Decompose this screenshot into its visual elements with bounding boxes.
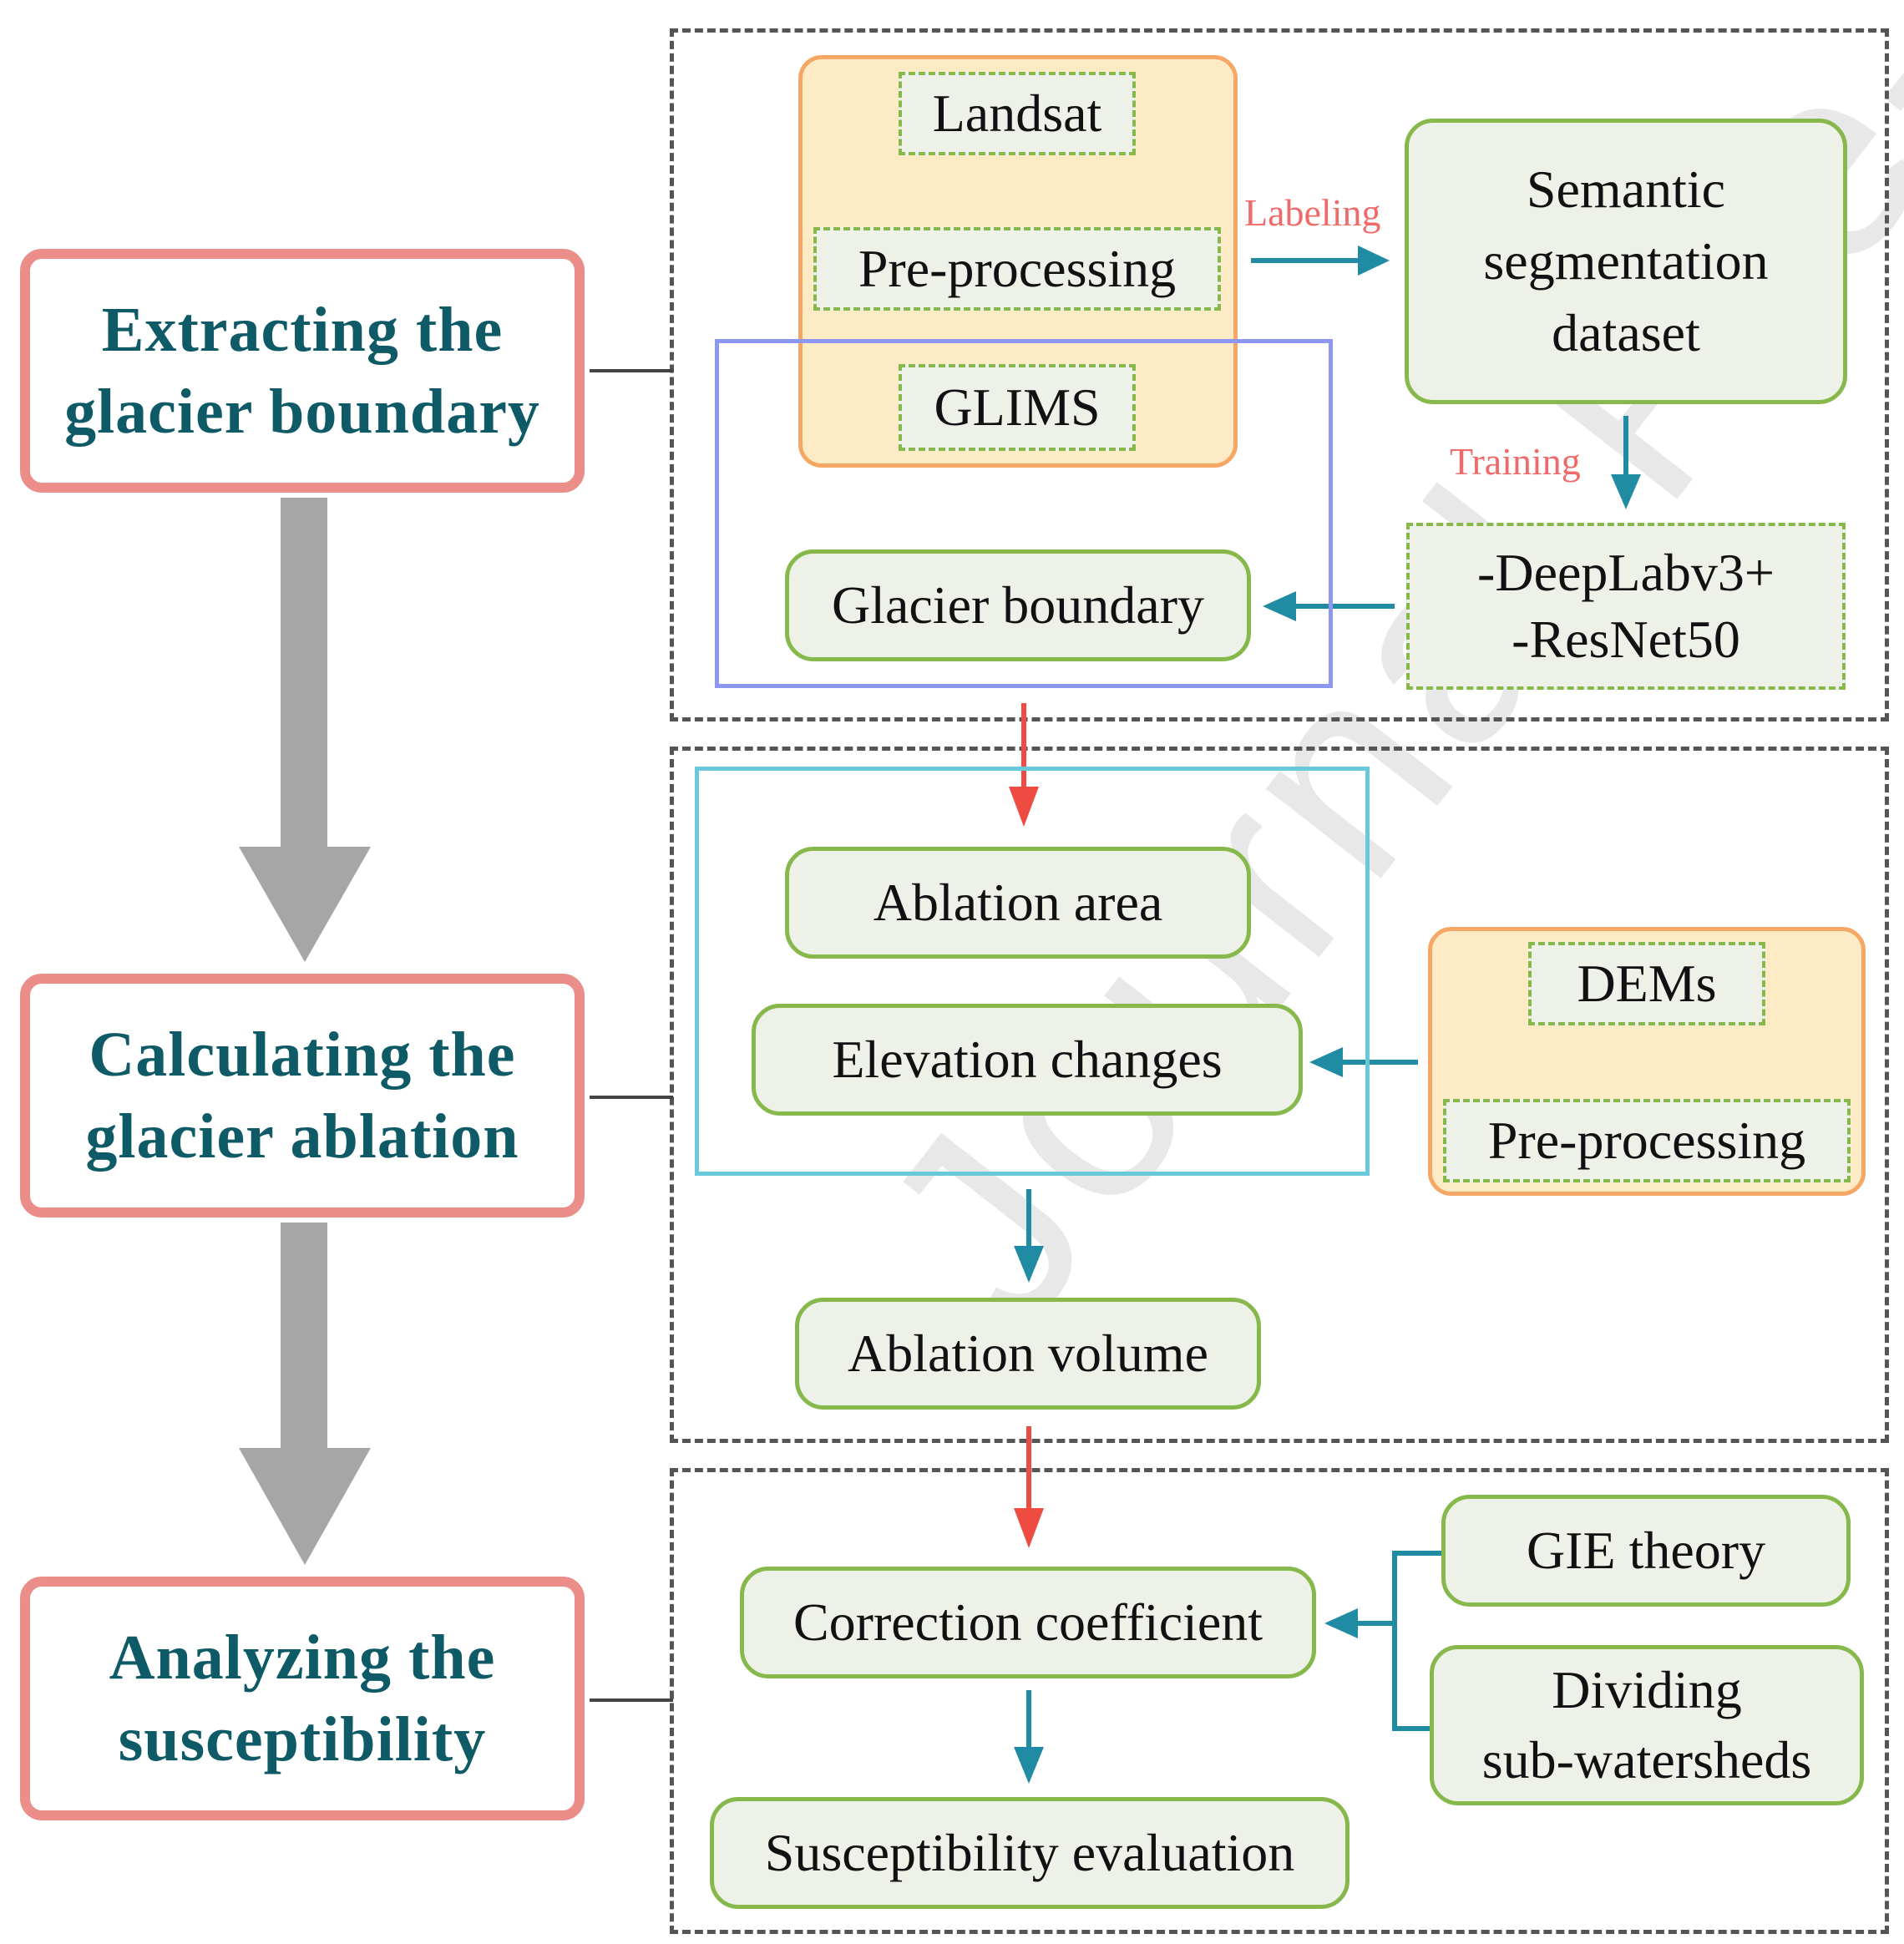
landsat-label: Landsat [932, 84, 1102, 143]
dataset-line2: segmentation [1483, 231, 1769, 291]
big-arrow-1 [239, 498, 371, 962]
landsat-node: Landsat [899, 72, 1136, 155]
dataset-line3: dataset [1552, 303, 1700, 362]
stage-extracting-line2: glacier boundary [64, 377, 540, 447]
gie-theory-node: GIE theory [1441, 1495, 1851, 1607]
ablation-area-node: Ablation area [785, 847, 1251, 959]
dividing-line2: sub-watersheds [1481, 1730, 1812, 1790]
preprocessing-node: Pre-processing [813, 227, 1221, 311]
model-line1: -DeepLabv3+ [1477, 543, 1775, 602]
dataset-node: Semantic segmentation dataset [1405, 119, 1847, 404]
dems-label: DEMs [1577, 954, 1717, 1013]
correction-coefficient-node: Correction coefficient [740, 1567, 1316, 1678]
bracket-inputs [1392, 1551, 1441, 1731]
stage-extracting-boundary: Extracting the glacier boundary [20, 249, 585, 493]
stage-analyzing-line1: Analyzing the [109, 1623, 496, 1693]
susceptibility-evaluation-label: Susceptibility evaluation [764, 1823, 1295, 1882]
stage-extracting-line1: Extracting the [101, 295, 504, 365]
ablation-volume-label: Ablation volume [848, 1324, 1208, 1383]
ablation-area-label: Ablation area [873, 873, 1163, 932]
susceptibility-evaluation-node: Susceptibility evaluation [710, 1797, 1350, 1909]
training-label: Training [1450, 440, 1581, 483]
stage-calculating-line1: Calculating the [89, 1020, 516, 1090]
model-line2: -ResNet50 [1512, 610, 1740, 669]
elevation-changes-label: Elevation changes [832, 1030, 1223, 1089]
dataset-line1: Semantic [1526, 159, 1726, 219]
section-ablation [670, 747, 1889, 1443]
correction-coefficient-label: Correction coefficient [792, 1592, 1263, 1652]
dividing-line1: Dividing [1552, 1660, 1742, 1719]
glacier-boundary-node: Glacier boundary [785, 549, 1251, 661]
stage-analyzing-line2: susceptibility [118, 1704, 487, 1774]
blue-frame [715, 339, 1333, 688]
section-extraction [670, 28, 1889, 721]
dividing-watersheds-node: Dividing sub-watersheds [1430, 1645, 1864, 1805]
elevation-changes-node: Elevation changes [752, 1004, 1303, 1116]
stage-calculating-ablation: Calculating the glacier ablation [20, 974, 585, 1218]
model-node: -DeepLabv3+ -ResNet50 [1406, 523, 1846, 690]
glims-label: GLIMS [934, 377, 1101, 437]
dems-preprocessing-node: Pre-processing [1443, 1099, 1851, 1182]
big-arrow-2 [239, 1223, 371, 1565]
labeling-label: Labeling [1244, 191, 1381, 234]
ablation-volume-node: Ablation volume [795, 1298, 1261, 1410]
preprocessing-label: Pre-processing [858, 239, 1177, 298]
dems-preprocessing-label: Pre-processing [1487, 1111, 1806, 1170]
gie-theory-label: GIE theory [1526, 1521, 1766, 1580]
glims-node: GLIMS [899, 364, 1136, 451]
cyan-frame [695, 767, 1370, 1176]
dems-node: DEMs [1528, 942, 1765, 1025]
glacier-boundary-label: Glacier boundary [831, 575, 1205, 635]
stage-analyzing-susceptibility: Analyzing the susceptibility [20, 1577, 585, 1820]
stage-calculating-line2: glacier ablation [85, 1101, 519, 1172]
